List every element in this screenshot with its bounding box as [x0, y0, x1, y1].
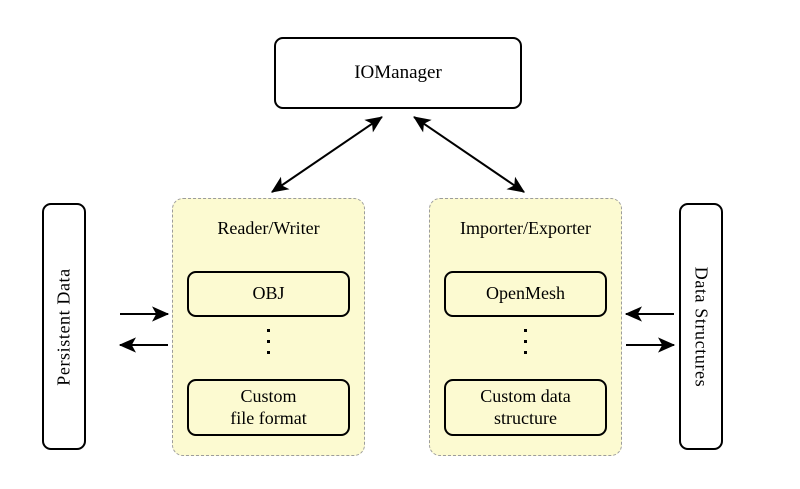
node-iomanager-label: IOManager	[354, 62, 442, 84]
group-reader-writer[interactable]: Reader/Writer OBJ Custom file format	[172, 198, 365, 456]
node-obj-label: OBJ	[252, 283, 285, 304]
node-openmesh-label: OpenMesh	[486, 283, 565, 304]
node-custom-data-structure-line1: Custom data	[480, 385, 571, 406]
ellipsis-icon-reader-writer	[173, 329, 364, 369]
node-custom-data-structure-label: Custom data structure	[480, 386, 571, 429]
node-custom-data-structure[interactable]: Custom data structure	[444, 379, 607, 436]
connector-iomanager-reader-writer	[271, 116, 383, 193]
node-custom-file-format[interactable]: Custom file format	[187, 379, 350, 436]
node-data-structures-label: Data Structures	[691, 266, 712, 387]
node-custom-file-format-line1: Custom	[240, 385, 297, 406]
node-custom-data-structure-line2: structure	[494, 407, 557, 428]
node-iomanager[interactable]: IOManager	[274, 37, 522, 109]
node-custom-file-format-label: Custom file format	[230, 386, 306, 429]
group-reader-writer-title: Reader/Writer	[217, 218, 320, 238]
connector-iomanager-importer-exporter	[413, 116, 525, 193]
ellipsis-icon-importer-exporter	[430, 329, 621, 369]
node-openmesh[interactable]: OpenMesh	[444, 271, 607, 317]
node-persistent-data-label: Persistent Data	[53, 267, 74, 386]
node-custom-file-format-line2: file format	[230, 407, 307, 428]
node-obj[interactable]: OBJ	[187, 271, 350, 317]
node-data-structures[interactable]: Data Structures	[679, 203, 723, 450]
node-persistent-data[interactable]: Persistent Data	[42, 203, 86, 450]
group-importer-exporter-title: Importer/Exporter	[460, 218, 591, 238]
group-importer-exporter[interactable]: Importer/Exporter OpenMesh Custom data s…	[429, 198, 622, 456]
